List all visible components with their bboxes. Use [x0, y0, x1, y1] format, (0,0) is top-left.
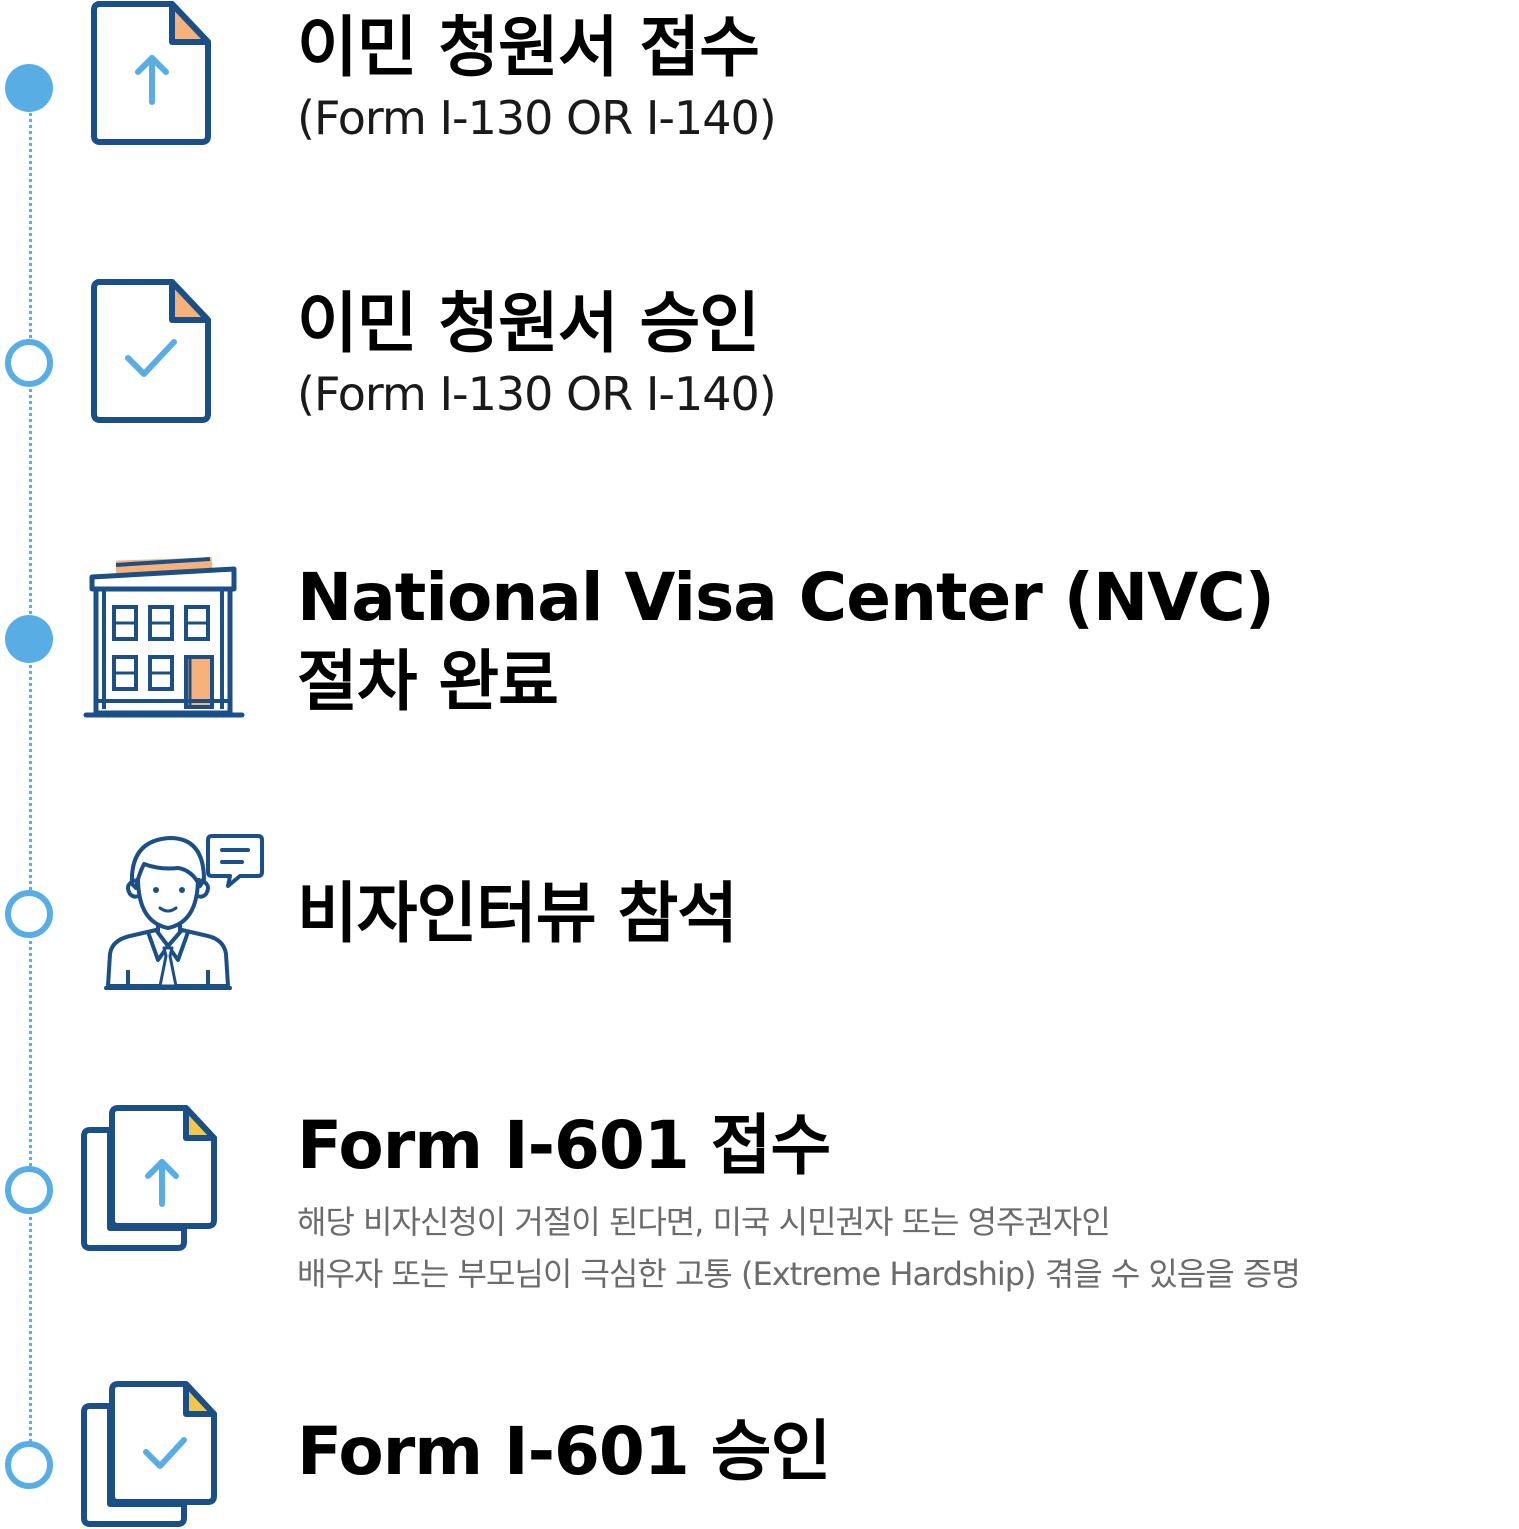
step-5-description-line2: 배우자 또는 부모님이 극심한 고통 (Extreme Hardship) 겪을…	[297, 1255, 1301, 1293]
step-6-marker	[5, 1441, 53, 1489]
documents-upload-icon	[81, 1105, 217, 1251]
step-3-marker	[5, 615, 53, 663]
step-5-description-line1: 해당 비자신청이 거절이 된다면, 미국 시민권자 또는 영주권자인	[297, 1203, 1111, 1241]
step-5-marker	[5, 1166, 53, 1214]
step-5-text: Form I-601 접수 해당 비자신청이 거절이 된다면, 미국 시민권자 …	[297, 1104, 1301, 1300]
step-3-title-line1: National Visa Center (NVC)	[297, 559, 1275, 636]
documents-check-icon	[81, 1381, 217, 1527]
building-icon	[83, 557, 245, 718]
step-2-text: 이민 청원서 승인 (Form I-130 OR I-140)	[297, 282, 777, 422]
step-5-title: Form I-601 접수	[297, 1107, 831, 1184]
timeline-connector	[29, 88, 32, 1468]
step-6-title: Form I-601 승인	[297, 1413, 831, 1490]
step-1-marker	[5, 64, 53, 112]
step-4-marker	[5, 890, 53, 938]
step-1-title: 이민 청원서 접수	[297, 9, 760, 86]
step-3-title-line2: 절차 완료	[297, 643, 559, 720]
document-check-icon	[91, 279, 211, 423]
step-3-text: National Visa Center (NVC) 절차 완료	[297, 556, 1275, 724]
step-2-subtitle: (Form I-130 OR I-140)	[297, 367, 777, 421]
document-upload-icon	[91, 1, 211, 145]
step-6-text: Form I-601 승인	[297, 1410, 831, 1494]
step-4-title: 비자인터뷰 참석	[297, 875, 738, 952]
interviewer-icon	[104, 834, 264, 990]
step-1-subtitle: (Form I-130 OR I-140)	[297, 91, 777, 145]
step-1-text: 이민 청원서 접수 (Form I-130 OR I-140)	[297, 6, 777, 146]
step-4-text: 비자인터뷰 참석	[297, 872, 738, 956]
step-2-marker	[5, 339, 53, 387]
step-2-title: 이민 청원서 승인	[297, 285, 760, 362]
